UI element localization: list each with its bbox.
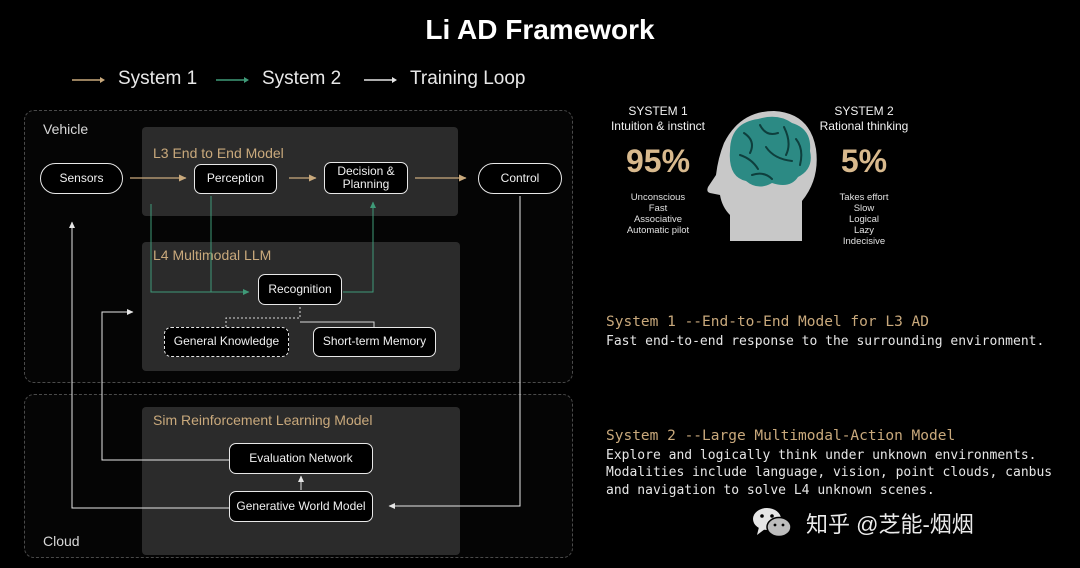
sim-panel-title: Sim Reinforcement Learning Model	[153, 412, 373, 428]
sensors-node: Sensors	[40, 163, 123, 194]
description-line: Modalities include language, vision, poi…	[606, 465, 1053, 481]
system2-trait: Slow	[853, 202, 875, 214]
line-memory-to-recognition	[300, 321, 375, 327]
system1-description-body: Fast end-to-end response to the surround…	[606, 333, 1076, 350]
system2-trait: Logical	[848, 213, 880, 225]
system1-trait: Fast	[648, 202, 668, 214]
wechat-icon	[753, 508, 792, 538]
system2-label: SYSTEM 2	[834, 104, 894, 118]
cloud-region-label: Cloud	[43, 533, 80, 549]
legend-system1-label: System 1	[118, 68, 198, 89]
arrow-control-to-world-model	[388, 196, 521, 509]
system2-traits: Takes effort Slow Logical Lazy Indecisiv…	[804, 192, 924, 248]
arrow-world-model-to-sensors	[69, 221, 229, 509]
system1-trait: Unconscious	[630, 192, 686, 203]
system2-header: SYSTEM 2 Rational thinking	[804, 104, 924, 134]
description-line: Fast end-to-end response to the surround…	[606, 334, 1045, 349]
l4-panel-title: L4 Multimodal LLM	[153, 247, 272, 263]
generative-world-model-node: Generative World Model	[229, 491, 373, 522]
control-node: Control	[478, 163, 562, 194]
decision-planning-node: Decision & Planning	[324, 162, 408, 194]
system2-percent: 5%	[840, 143, 888, 179]
vehicle-region-label: Vehicle	[43, 121, 89, 137]
arrow-system2-to-recognition	[150, 204, 250, 295]
evaluation-network-node: Evaluation Network	[229, 443, 373, 474]
short-term-memory-node: Short-term Memory	[313, 327, 436, 357]
general-knowledge-node: General Knowledge	[164, 327, 289, 357]
page-title: Li AD Framework	[425, 14, 655, 45]
system1-trait: Automatic pilot	[626, 224, 690, 236]
description-line: and navigation to solve L4 unknown scene…	[606, 482, 935, 498]
system2-trait: Indecisive	[842, 235, 886, 247]
system1-header: SYSTEM 1 Intuition & instinct	[598, 104, 718, 134]
l3-panel-title: L3 End to End Model	[153, 145, 284, 161]
recognition-node: Recognition	[258, 274, 342, 305]
legend-training-loop-arrow	[364, 77, 397, 83]
description-line: Explore and logically think under unknow…	[606, 448, 1037, 463]
arrow-recognition-to-decision	[343, 201, 376, 293]
watermark-text: 知乎 @芝能-烟烟	[806, 512, 974, 537]
system1-description-title: System 1 --End-to-End Model for L3 AD	[606, 314, 930, 330]
system1-subtitle: Intuition & instinct	[610, 119, 706, 133]
legend-system2-arrow	[216, 77, 249, 83]
system2-trait: Takes effort	[839, 192, 889, 203]
system2-subtitle: Rational thinking	[819, 119, 909, 133]
system1-label: SYSTEM 1	[628, 104, 688, 118]
decision-line2: Planning	[342, 177, 390, 191]
legend-system1-arrow	[72, 77, 105, 83]
system1-traits: Unconscious Fast Associative Automatic p…	[598, 192, 718, 237]
decision-line1: Decision &	[337, 163, 395, 178]
brain-head-icon	[707, 111, 817, 241]
system2-trait: Lazy	[853, 224, 875, 236]
system2-description-body: Explore and logically think under unknow…	[606, 447, 1076, 499]
system2-description-title: System 2 --Large Multimodal-Action Model	[606, 428, 956, 444]
line-knowledge-to-recognition	[225, 306, 301, 327]
legend-system2-label: System 2	[262, 68, 342, 89]
system1-percent: 95%	[625, 143, 691, 179]
system1-trait: Associative	[633, 213, 683, 225]
perception-node: Perception	[194, 164, 277, 194]
legend-training-loop-label: Training Loop	[410, 68, 526, 89]
arrow-evaluation-to-llm	[101, 309, 229, 461]
